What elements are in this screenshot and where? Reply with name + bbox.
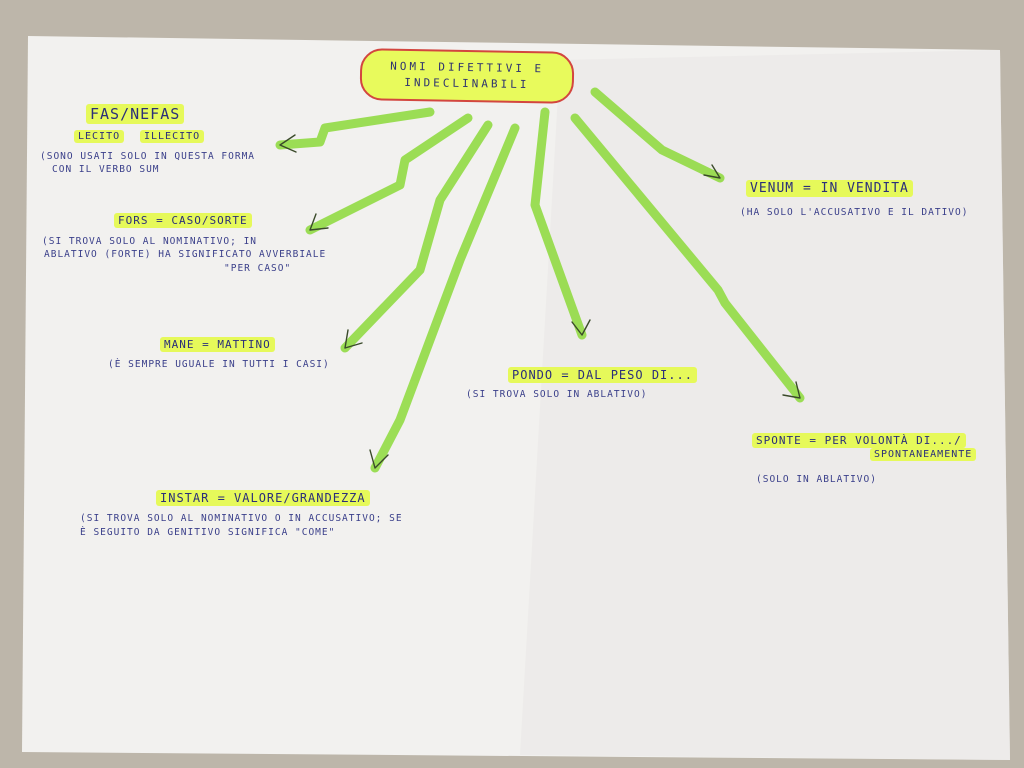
sponte-term-line-2: SPONTANEAMENTE [870, 448, 977, 461]
pondo-term: PONDO = DAL PESO DI... [508, 367, 697, 383]
instar-note-line-1: (SI TROVA SOLO AL NOMINATIVO O IN ACCUSA… [80, 513, 403, 524]
mane-note: (È SEMPRE UGUALE IN TUTTI I CASI) [108, 359, 330, 370]
arrow-to-fas [275, 107, 435, 150]
fas-lecito: LECITO [74, 130, 125, 143]
fors-note-line-1: (SI TROVA SOLO AL NOMINATIVO; IN [42, 236, 258, 247]
arrow-to-mane [340, 120, 493, 353]
arrow-to-fors [305, 113, 473, 235]
instar-note-line-2: È SEGUITO DA GENITIVO SIGNIFICA "COME" [80, 527, 336, 538]
fas-note-line-1: (SONO USATI SOLO IN QUESTA FORMA [40, 151, 256, 162]
mane-term: MANE = MATTINO [160, 337, 275, 352]
sponte-note: (SOLO IN ABLATIVO) [756, 474, 877, 485]
fas-note-line-2: CON IL VERBO SUM [52, 164, 160, 175]
arrow-to-venum [590, 87, 725, 183]
fors-note-line-2: ABLATIVO (FORTE) HA SIGNIFICATO AVVERBIA… [44, 249, 327, 260]
venum-note: (HA SOLO L'ACCUSATIVO E IL DATIVO) [740, 207, 969, 218]
sponte-term: SPONTE = PER VOLONTÀ DI.../ [752, 433, 966, 448]
arrow-to-pondo [530, 107, 587, 340]
fors-term: FORS = CASO/SORTE [114, 213, 252, 228]
pondo-note: (SI TROVA SOLO IN ABLATIVO) [466, 389, 648, 400]
fors-note-line-3: "PER CASO" [224, 263, 292, 274]
map-title: NOMI DIFETTIVI E INDECLINABILI [359, 48, 575, 104]
instar-term: INSTAR = VALORE/GRANDEZZA [156, 490, 370, 506]
arrow-to-sponte [570, 113, 805, 403]
arrow-to-instar [370, 123, 520, 473]
venum-term: VENUM = IN VENDITA [746, 180, 913, 197]
fas-term: FAS/NEFAS [86, 104, 185, 124]
fas-illecito: ILLECITO [140, 130, 205, 143]
